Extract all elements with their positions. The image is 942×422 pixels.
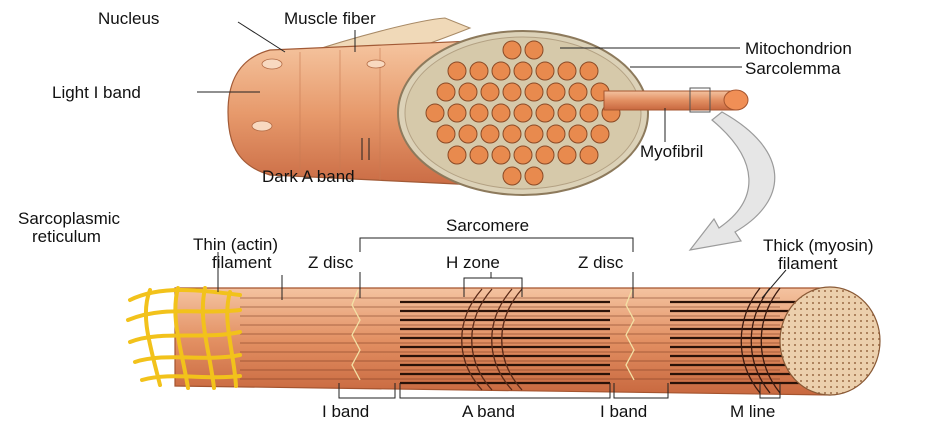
label-thick-filament: filament: [778, 254, 838, 273]
myofibril-circle: [514, 104, 532, 122]
label-light-i-band: Light I band: [52, 83, 141, 102]
label-mitochondrion: Mitochondrion: [745, 39, 852, 58]
nucleus-shape: [252, 121, 272, 131]
label-z-disc-left: Z disc: [308, 253, 354, 272]
myofibril-circle: [580, 104, 598, 122]
myofibril-circle: [492, 146, 510, 164]
myofibril-circle: [503, 41, 521, 59]
myofibril-circle: [437, 83, 455, 101]
myofibril-circle: [481, 125, 499, 143]
myofibril-circle: [514, 146, 532, 164]
myofibril-circle: [448, 104, 466, 122]
myofibril-circle: [514, 62, 532, 80]
myofibril-circle: [525, 167, 543, 185]
myofibril-circles: [426, 41, 620, 185]
label-sarcolemma: Sarcolemma: [745, 59, 841, 78]
myofibril-circle: [448, 146, 466, 164]
label-a-band: A band: [462, 402, 515, 421]
label-h-zone: H zone: [446, 253, 500, 272]
myofibril-circle: [558, 104, 576, 122]
myofibril-circle: [492, 104, 510, 122]
label-thin-filament: filament: [212, 253, 272, 272]
myofibril-circle: [536, 62, 554, 80]
myofibril-circle: [448, 62, 466, 80]
label-sarcoplasmic: Sarcoplasmic: [18, 209, 121, 228]
myofibril-circle: [569, 83, 587, 101]
myofibril-circle: [492, 62, 510, 80]
label-nucleus: Nucleus: [98, 9, 159, 28]
myofibril-circle: [558, 146, 576, 164]
myofibril-circle: [470, 62, 488, 80]
myofibril-end-cap: [780, 287, 880, 395]
myofibril-circle: [525, 41, 543, 59]
myofibril-illustration: [128, 287, 880, 395]
label-reticulum: reticulum: [32, 227, 101, 246]
myofibril-circle: [459, 125, 477, 143]
label-muscle-fiber: Muscle fiber: [284, 9, 376, 28]
myofibril-circle: [569, 125, 587, 143]
myofibril-circle: [470, 146, 488, 164]
label-myofibril: Myofibril: [640, 142, 703, 161]
myofibril-circle: [459, 83, 477, 101]
myofibril-rod: [604, 88, 748, 112]
label-thin-actin: Thin (actin): [193, 235, 278, 254]
myofibril-circle: [525, 83, 543, 101]
myofibril-circle: [503, 83, 521, 101]
label-thick-myosin: Thick (myosin): [763, 236, 874, 255]
myofibril-circle: [426, 104, 444, 122]
myofibril-circle: [580, 146, 598, 164]
label-sarcomere: Sarcomere: [446, 216, 529, 235]
myofibril-circle: [503, 125, 521, 143]
label-m-line: M line: [730, 402, 775, 421]
myofibril-circle: [481, 83, 499, 101]
myofibril-circle: [437, 125, 455, 143]
myofibril-circle: [547, 125, 565, 143]
myofibril-circle: [525, 125, 543, 143]
nucleus-shape: [367, 60, 385, 68]
nucleus-shape: [262, 59, 282, 69]
myofibril-circle: [547, 83, 565, 101]
magnify-arrow: [690, 112, 775, 250]
myofibril-circle: [536, 104, 554, 122]
myofibril-circle: [580, 62, 598, 80]
label-i-band-right: I band: [600, 402, 647, 421]
myofibril-circle: [503, 167, 521, 185]
myofibril-circle: [470, 104, 488, 122]
label-dark-a-band: Dark A band: [262, 167, 355, 186]
myofibril-circle: [558, 62, 576, 80]
label-i-band-left: I band: [322, 402, 369, 421]
label-z-disc-right: Z disc: [578, 253, 624, 272]
myofibril-circle: [536, 146, 554, 164]
myofibril-circle: [591, 125, 609, 143]
